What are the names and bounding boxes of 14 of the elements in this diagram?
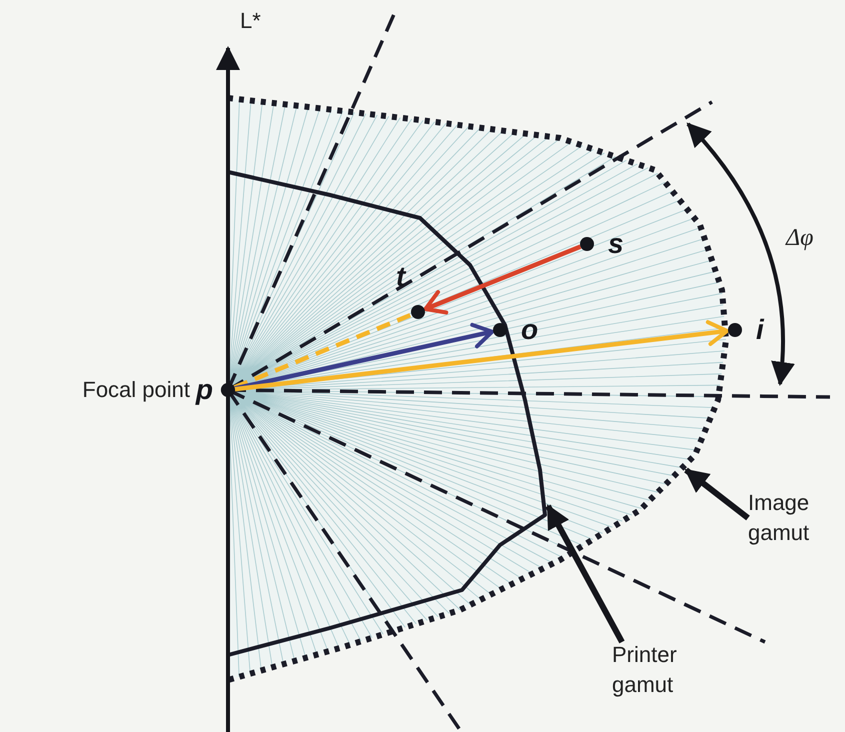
- point-label: s: [608, 230, 624, 258]
- leader-line: [545, 504, 625, 644]
- point-label: p: [196, 376, 213, 404]
- arrow: [234, 320, 730, 392]
- callout-text: Printer gamut: [612, 641, 678, 699]
- point-label: o: [521, 316, 538, 344]
- leader-line: [684, 468, 750, 520]
- arrow: [423, 244, 582, 314]
- point-label: i: [756, 316, 764, 344]
- axis-label: L*: [240, 10, 261, 32]
- angle-label: Δφ: [786, 226, 814, 250]
- callout-text: Image gamut: [748, 489, 810, 547]
- point-label: t: [396, 263, 406, 291]
- caption-text: Focal point: [82, 379, 190, 401]
